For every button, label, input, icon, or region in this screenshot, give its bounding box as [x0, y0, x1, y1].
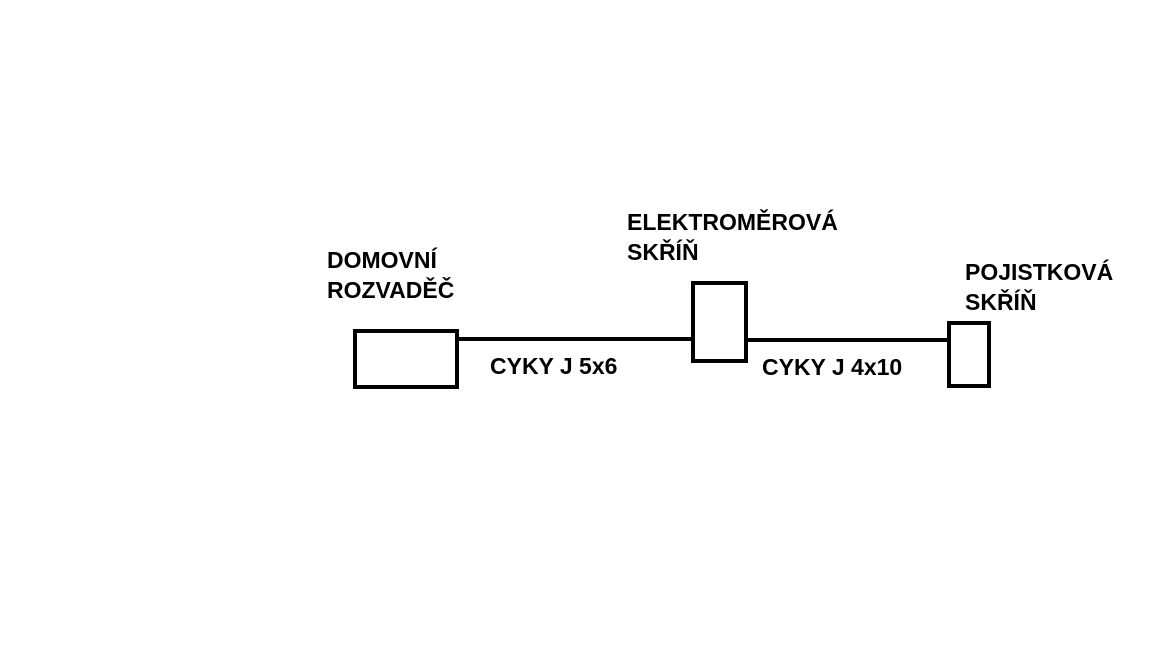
pojistkova-skrin-label-line2: SKŘÍŇ — [965, 289, 1037, 315]
domovni-rozvadec-label-line2: ROZVADĚČ — [327, 277, 455, 303]
domovni-rozvadec-label-line1: DOMOVNÍ — [327, 247, 437, 273]
cable-1-label: CYKY J 5x6 — [490, 353, 618, 379]
elektromerova-skrin-box — [691, 281, 748, 363]
pojistkova-skrin-label: POJISTKOVÁ SKŘÍŇ — [965, 257, 1113, 317]
elektromerova-skrin-label: ELEKTROMĚROVÁ SKŘÍŇ — [627, 207, 838, 267]
cable-2-label: CYKY J 4x10 — [762, 354, 903, 380]
pojistkova-skrin-label-line1: POJISTKOVÁ — [965, 259, 1114, 285]
domovni-rozvadec-label: DOMOVNÍ ROZVADĚČ — [327, 245, 454, 305]
domovni-rozvadec-box — [353, 329, 459, 389]
elektromerova-skrin-label-line1: ELEKTROMĚROVÁ — [627, 209, 838, 235]
elektromerova-skrin-label-line2: SKŘÍŇ — [627, 239, 699, 265]
pojistkova-skrin-box — [947, 321, 991, 388]
